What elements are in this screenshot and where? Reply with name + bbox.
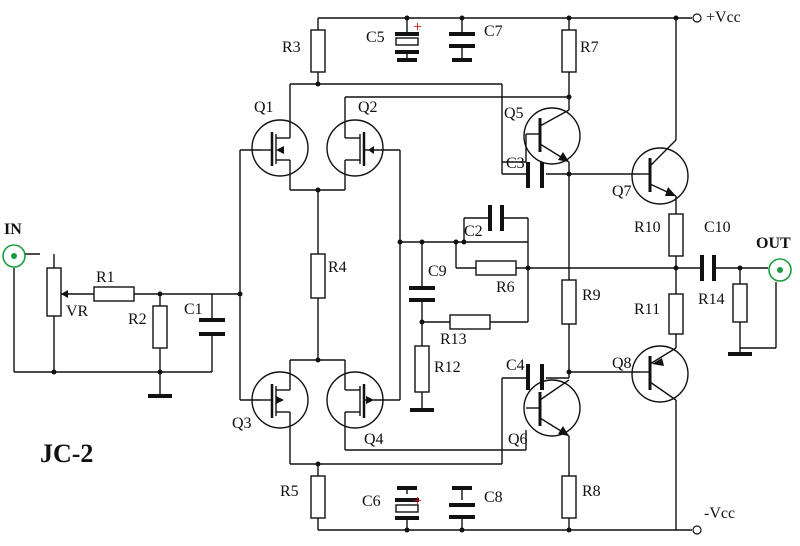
capacitors bbox=[199, 32, 716, 520]
resistor-r10 bbox=[668, 213, 684, 257]
vcc-pos-label: +Vcc bbox=[706, 9, 741, 26]
c7-label: C7 bbox=[484, 23, 503, 40]
r12-label: R12 bbox=[434, 359, 461, 376]
out-terminal bbox=[768, 258, 792, 282]
transistor-q5 bbox=[523, 107, 581, 165]
resistor-r3 bbox=[310, 29, 326, 73]
q8-label: Q8 bbox=[612, 355, 632, 372]
q2-label: Q2 bbox=[358, 99, 378, 116]
r6-label: R6 bbox=[496, 279, 515, 296]
capacitor-c2 bbox=[488, 205, 504, 231]
r3-label: R3 bbox=[282, 39, 301, 56]
r13-label: R13 bbox=[440, 331, 467, 348]
capacitor-c1 bbox=[199, 318, 225, 336]
labels: JC-2 IN OUT +Vcc -Vcc R1 R2 R3 R4 R5 R6 … bbox=[4, 9, 791, 522]
c5-label: C5 bbox=[366, 29, 385, 46]
resistor-r7 bbox=[561, 29, 577, 73]
out-label: OUT bbox=[756, 235, 791, 252]
capacitor-c4 bbox=[526, 364, 544, 390]
title-label: JC-2 bbox=[40, 439, 93, 468]
vr-label: VR bbox=[66, 303, 89, 320]
r9-label: R9 bbox=[582, 287, 601, 304]
r11-label: R11 bbox=[634, 301, 660, 318]
wires bbox=[13, 17, 777, 531]
capacitor-c7 bbox=[449, 32, 475, 62]
capacitor-c5 bbox=[395, 32, 419, 62]
vcc-neg-label: -Vcc bbox=[704, 505, 735, 522]
q5-label: Q5 bbox=[504, 105, 524, 122]
r2-label: R2 bbox=[128, 311, 147, 328]
r4-label: R4 bbox=[328, 259, 347, 276]
capacitor-c6 bbox=[395, 486, 419, 520]
resistor-r11 bbox=[668, 293, 684, 335]
c1-label: C1 bbox=[184, 301, 203, 318]
r5-label: R5 bbox=[280, 483, 299, 500]
transistor-q3 bbox=[251, 371, 309, 429]
resistor-r8 bbox=[561, 475, 577, 519]
resistor-r1 bbox=[93, 286, 135, 302]
c8-label: C8 bbox=[484, 489, 503, 506]
c4-label: C4 bbox=[506, 357, 525, 374]
r1-label: R1 bbox=[96, 269, 115, 286]
q6-label: Q6 bbox=[508, 431, 528, 448]
transistor-q8 bbox=[631, 345, 689, 403]
q7-label: Q7 bbox=[612, 183, 632, 200]
vcc-pos-terminal bbox=[692, 13, 702, 23]
resistor-r2 bbox=[152, 305, 168, 349]
capacitor-c9 bbox=[409, 286, 435, 302]
potentiometer-vr bbox=[46, 267, 62, 317]
transistor-q7 bbox=[631, 139, 689, 205]
c6-polarity-mark: + bbox=[413, 493, 422, 510]
vcc-neg-terminal bbox=[692, 525, 702, 535]
capacitor-c8 bbox=[449, 486, 475, 519]
c3-label: C3 bbox=[506, 155, 525, 172]
q4-label: Q4 bbox=[364, 431, 384, 448]
r7-label: R7 bbox=[580, 39, 599, 56]
resistor-r14 bbox=[732, 283, 748, 323]
transistor-q4 bbox=[326, 371, 384, 429]
c2-label: C2 bbox=[464, 223, 483, 240]
c10-label: C10 bbox=[704, 219, 731, 236]
resistor-r9 bbox=[561, 279, 577, 325]
in-terminal bbox=[2, 244, 26, 268]
resistor-r5 bbox=[310, 475, 326, 519]
capacitor-c10 bbox=[700, 255, 716, 281]
transistor-q6 bbox=[523, 379, 581, 437]
r8-label: R8 bbox=[582, 483, 601, 500]
resistor-r6 bbox=[475, 260, 517, 276]
resistors bbox=[46, 29, 748, 519]
resistor-r4 bbox=[310, 253, 326, 299]
c6-label: C6 bbox=[362, 493, 381, 510]
in-label: IN bbox=[4, 221, 22, 238]
c9-label: C9 bbox=[428, 263, 447, 280]
q1-label: Q1 bbox=[254, 99, 274, 116]
transistor-q2 bbox=[326, 119, 384, 177]
junction-dots bbox=[51, 15, 743, 533]
resistor-r12 bbox=[414, 345, 430, 393]
c5-polarity-mark: + bbox=[413, 19, 422, 36]
r10-label: R10 bbox=[634, 219, 661, 236]
transistor-q1 bbox=[251, 119, 309, 177]
ground-symbols bbox=[148, 352, 752, 412]
resistor-r13 bbox=[449, 314, 491, 330]
r14-label: R14 bbox=[698, 291, 725, 308]
capacitor-c3 bbox=[526, 162, 544, 188]
q3-label: Q3 bbox=[232, 415, 252, 432]
